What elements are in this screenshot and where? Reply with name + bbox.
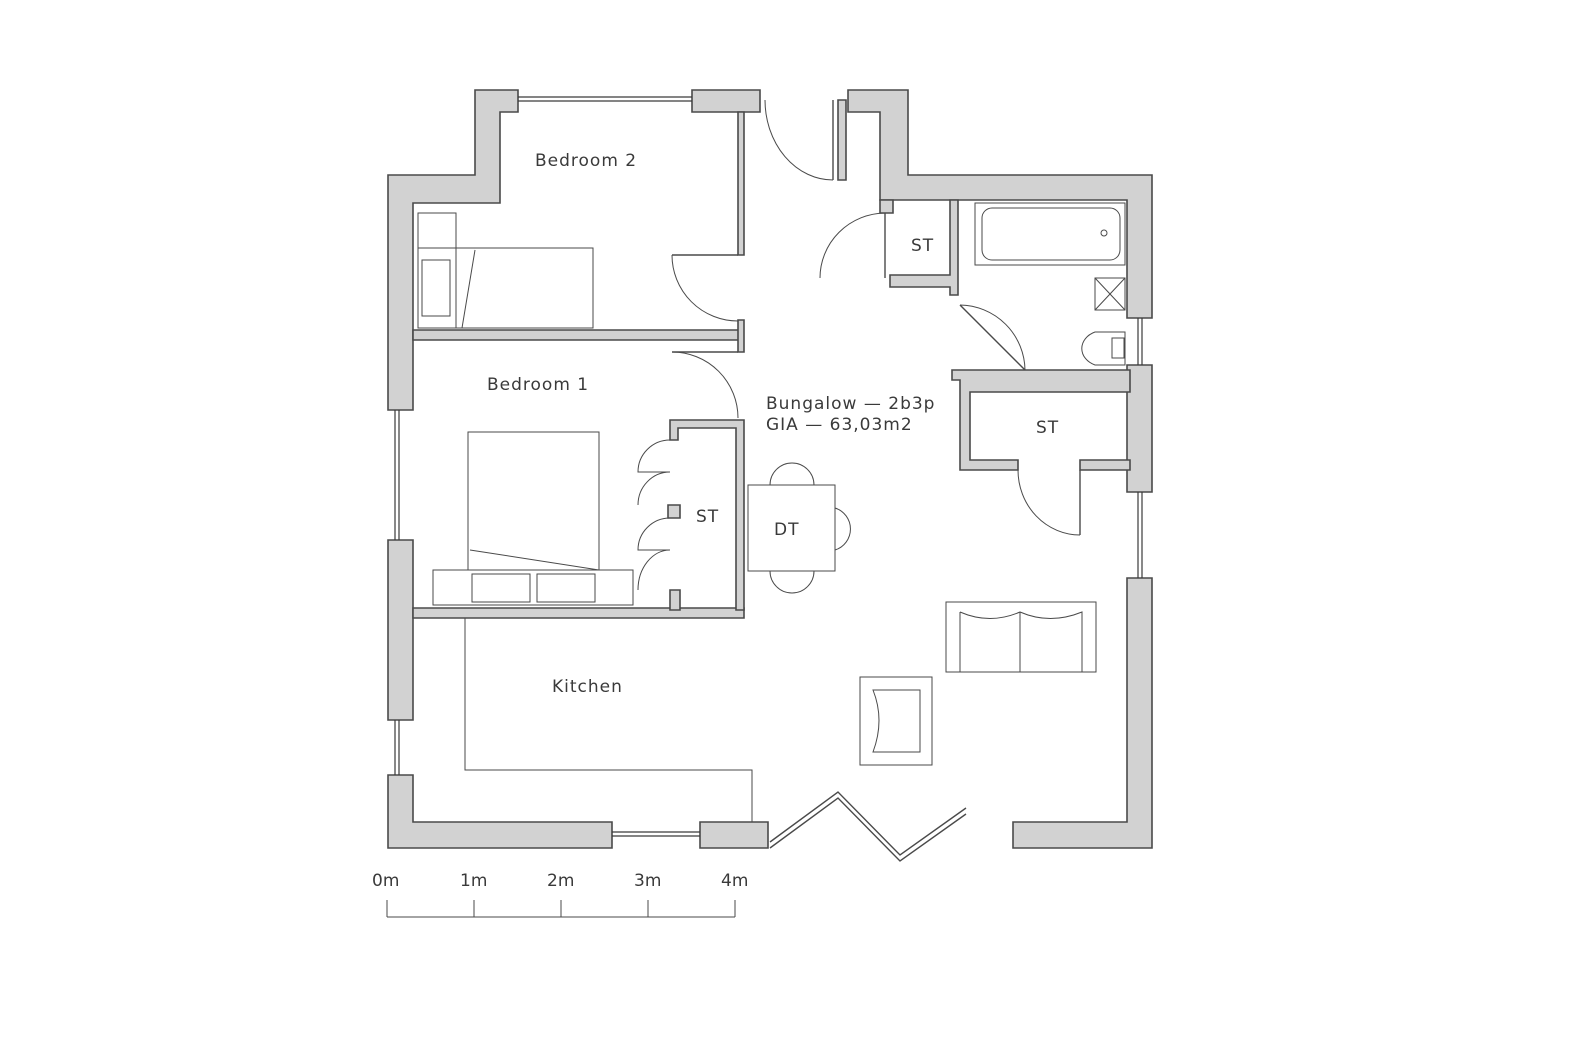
- room-label-store-bed1: ST: [696, 507, 719, 527]
- label-dining-table: DT: [774, 520, 799, 540]
- room-label-bedroom2: Bedroom 2: [535, 151, 637, 171]
- armchair: [859, 676, 933, 766]
- dining-table: [747, 484, 836, 572]
- summary-area: GIA — 63,03m2: [766, 415, 913, 435]
- kitchen-worktop: [464, 618, 753, 822]
- scale-bar: 0m 1m 2m 3m 4m: [372, 871, 748, 918]
- scale-label-4m: 4m: [721, 871, 748, 891]
- plan-summary: Bungalow — 2b3p GIA — 63,03m2: [766, 394, 935, 435]
- sofa: [945, 601, 1097, 673]
- external-walls: [387, 89, 1153, 849]
- bath: [974, 202, 1126, 266]
- scale-label-0m: 0m: [372, 871, 399, 891]
- furniture: [417, 202, 1126, 822]
- bed-double: [467, 431, 600, 571]
- room-label-store-east: ST: [1036, 418, 1059, 438]
- windows: [394, 96, 1143, 837]
- internal-walls: [412, 99, 1131, 619]
- room-labels: Bedroom 2 Bedroom 1 Kitchen ST ST ST DT: [487, 151, 1059, 697]
- room-label-bedroom1: Bedroom 1: [487, 375, 589, 395]
- doors: [637, 99, 1081, 862]
- scale-label-2m: 2m: [547, 871, 574, 891]
- basin: [1094, 277, 1126, 311]
- summary-type: Bungalow — 2b3p: [766, 394, 935, 414]
- room-label-store-hall: ST: [911, 236, 934, 256]
- room-label-kitchen: Kitchen: [552, 677, 623, 697]
- toilet: [1081, 331, 1126, 366]
- scale-label-3m: 3m: [634, 871, 661, 891]
- scale-label-1m: 1m: [460, 871, 487, 891]
